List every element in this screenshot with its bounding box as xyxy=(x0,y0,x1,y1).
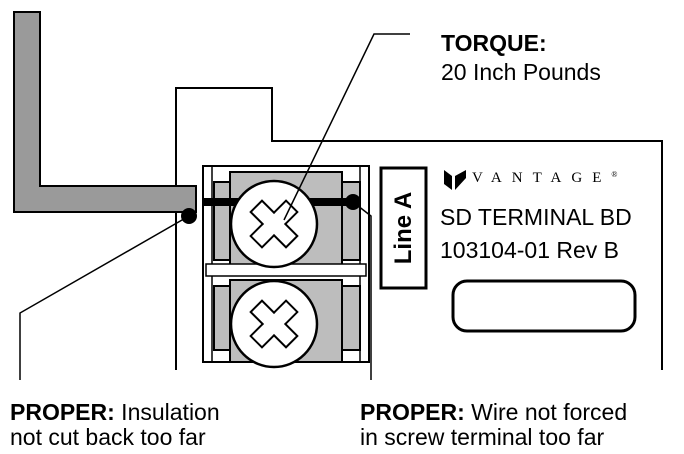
label-window xyxy=(451,279,637,333)
vantage-brand: VANTAGE® xyxy=(472,170,617,187)
line-a-label-box xyxy=(379,166,428,290)
line-a-label: Line A xyxy=(390,191,417,265)
callout-insulation: PROPER: Insulation xyxy=(10,398,220,427)
insulation-leader-line xyxy=(19,215,190,380)
callout-insulation-heading: PROPER: xyxy=(10,399,115,425)
board-part-number: 103104-01 Rev B xyxy=(440,237,620,263)
callout-wire-depth: PROPER: Wire not forced xyxy=(360,398,627,427)
upper-screw-icon xyxy=(229,179,319,269)
vantage-wordmark: VANTAGE xyxy=(472,170,612,186)
torque-leader-line xyxy=(283,33,410,221)
registered-mark: ® xyxy=(611,170,618,179)
wire-end-leader-line xyxy=(352,201,372,380)
lower-screw-icon xyxy=(229,279,319,369)
callout-insulation-line2: not cut back too far xyxy=(10,424,206,450)
callout-wire-depth-line2: in screw terminal too far xyxy=(360,424,605,450)
circuit-board-outline xyxy=(175,87,663,370)
callout-wire-depth-line1: Wire not forced xyxy=(464,399,628,425)
callout-insulation-line1: Insulation xyxy=(114,399,220,425)
torque-heading: TORQUE: xyxy=(441,30,547,56)
vantage-logo-icon xyxy=(444,170,466,190)
torque-value: 20 Inch Pounds xyxy=(441,59,601,85)
board-name: SD TERMINAL BD xyxy=(440,204,632,230)
wire-insulation xyxy=(13,11,197,213)
callout-wire-depth-heading: PROPER: xyxy=(360,399,465,425)
